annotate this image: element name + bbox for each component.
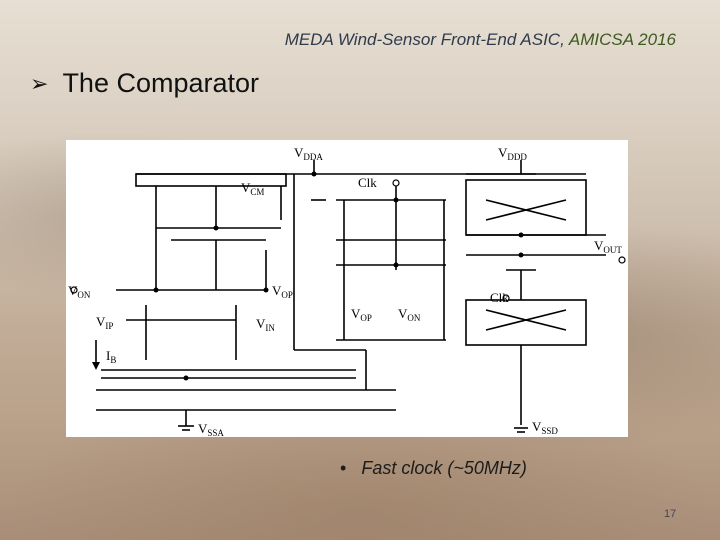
bullet-text: Fast clock (~50MHz)	[361, 458, 527, 478]
slide-title: ➢ The Comparator	[30, 68, 259, 99]
vip-label: VIP	[96, 314, 113, 331]
vcm-label: VCM	[241, 180, 264, 197]
slide-number: 17	[664, 508, 677, 520]
vssa-label: VSSA	[198, 421, 224, 437]
schematic-svg: VDDA VDDD VCM Clk Clk VON VOP VIP VIN IB…	[68, 145, 626, 437]
bullet-dot-icon: •	[340, 458, 347, 478]
bullet-arrow-icon: ➢	[30, 70, 49, 96]
vout-label: VOUT	[594, 238, 622, 255]
vssd-label: VSSD	[532, 419, 558, 436]
von-label: VON	[68, 283, 91, 300]
header-title: MEDA Wind-Sensor Front-End ASIC,	[284, 30, 565, 49]
ib-label: IB	[106, 348, 116, 365]
vop2-label: VOP	[351, 306, 372, 323]
comparator-schematic: VDDA VDDD VCM Clk Clk VON VOP VIP VIN IB…	[66, 140, 628, 437]
vin-label: VIN	[256, 316, 275, 333]
clk-mid-label: Clk	[490, 290, 509, 305]
vddd-label: VDDD	[498, 145, 527, 162]
header-event: AMICSA 2016	[568, 30, 676, 49]
bullet-item: • Fast clock (~50MHz)	[340, 458, 527, 479]
slide-header: MEDA Wind-Sensor Front-End ASIC, AMICSA …	[285, 30, 676, 50]
slide-title-text: The Comparator	[62, 68, 260, 98]
vop-label: VOP	[272, 283, 293, 300]
vdda-label: VDDA	[294, 145, 323, 162]
clk-top-label: Clk	[358, 175, 377, 190]
von2-label: VON	[398, 306, 421, 323]
